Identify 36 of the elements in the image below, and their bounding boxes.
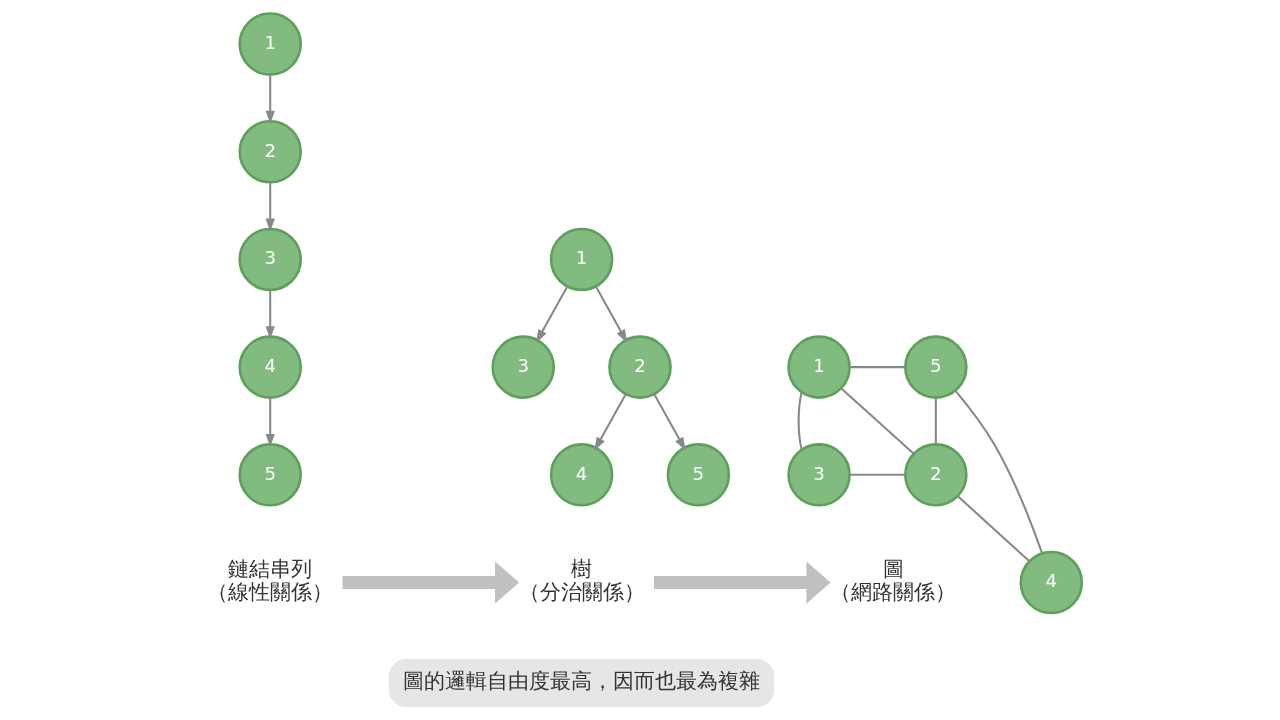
arrow (654, 561, 831, 604)
connector (849, 366, 906, 369)
arrow (535, 286, 569, 343)
node-circle: 2 (904, 443, 968, 507)
node-circle: 2 (238, 119, 302, 184)
arrow (342, 561, 520, 604)
node-circle: 3 (787, 443, 851, 507)
arrow (265, 290, 275, 340)
node-circle: 1 (238, 12, 302, 76)
arrow (265, 182, 275, 232)
node-text: 圖 （網路關係） (830, 556, 957, 605)
node-circle: 5 (238, 443, 302, 507)
node-circle: 3 (491, 335, 555, 399)
node-circle: 5 (666, 443, 731, 507)
connector (934, 397, 937, 445)
node-text: 鏈結串列 （線性關係） (207, 556, 334, 605)
connector (797, 392, 803, 450)
node-box: 圖的邏輯自由度最高，因而也最為複雜 (388, 659, 775, 708)
node-circle: 1 (787, 335, 851, 399)
node-text: 樹 （分治關係） (518, 556, 645, 605)
arrow (653, 393, 686, 451)
node-circle: 4 (1019, 550, 1084, 615)
arrow (594, 393, 627, 451)
connector (957, 495, 1030, 562)
node-circle: 4 (238, 335, 302, 399)
node-circle: 5 (904, 335, 968, 399)
node-circle: 4 (549, 443, 614, 507)
node-circle: 2 (608, 335, 672, 399)
connector (849, 473, 906, 476)
node-circle: 3 (238, 227, 302, 292)
node-circle: 1 (549, 227, 614, 292)
arrow (595, 286, 628, 343)
arrow (265, 397, 275, 448)
arrow (265, 74, 275, 125)
connector (954, 389, 1043, 554)
connector (840, 387, 915, 455)
